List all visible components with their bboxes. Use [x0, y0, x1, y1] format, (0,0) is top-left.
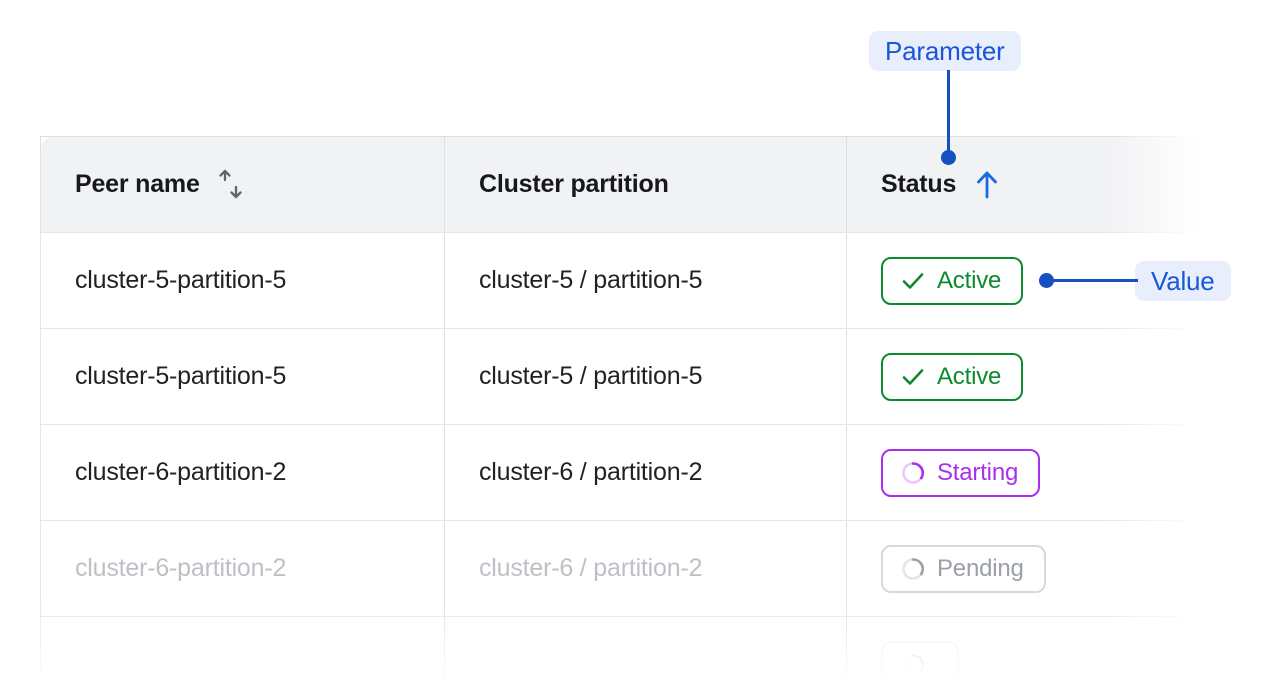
status-badge-label: Active: [937, 362, 1002, 390]
annotation-dot-value: [1039, 273, 1054, 288]
table-header: Peer name Cluster partition: [40, 136, 1200, 233]
annotation-chip-value: Value: [1135, 261, 1231, 301]
annotation-dot-parameter: [941, 150, 956, 165]
status-badge-label: Pending: [937, 554, 1024, 582]
annotation-leader-line-parameter: [947, 70, 950, 158]
spinner-icon: [900, 652, 926, 678]
table-body: cluster-5-partition-5 cluster-5 / partit…: [40, 232, 1200, 688]
table-row[interactable]: [40, 616, 1200, 688]
cell-peer-name: cluster-6-partition-2: [40, 424, 445, 521]
cell-status: Active: [846, 328, 1200, 425]
cell-cluster-partition: cluster-6 / partition-2: [444, 520, 847, 617]
cell-cluster-partition: cluster-5 / partition-5: [444, 232, 847, 329]
table-row[interactable]: cluster-6-partition-2 cluster-6 / partit…: [40, 424, 1200, 521]
arrow-up-icon[interactable]: [972, 169, 1002, 201]
cell-status: Pending: [846, 520, 1200, 617]
column-header-cluster-partition[interactable]: Cluster partition: [444, 136, 847, 233]
cell-cluster-partition: [444, 616, 847, 688]
cell-cluster-partition: cluster-5 / partition-5: [444, 328, 847, 425]
column-header-peer-name[interactable]: Peer name: [40, 136, 445, 233]
status-badge-label: Active: [937, 266, 1002, 294]
check-icon: [900, 268, 926, 294]
cell-cluster-partition: cluster-6 / partition-2: [444, 424, 847, 521]
column-header-status[interactable]: Status: [846, 136, 1200, 233]
cell-peer-name: cluster-5-partition-5: [40, 328, 445, 425]
cell-status: [846, 616, 1200, 688]
annotation-leader-line-value: [1046, 279, 1138, 282]
cell-status: Starting: [846, 424, 1200, 521]
spinner-icon: [900, 556, 926, 582]
status-badge: Pending: [881, 544, 1046, 593]
table-header-row: Peer name Cluster partition: [40, 136, 1200, 233]
table-row[interactable]: cluster-6-partition-2 cluster-6 / partit…: [40, 520, 1200, 617]
status-badge: Active: [881, 352, 1024, 401]
cell-peer-name: cluster-6-partition-2: [40, 520, 445, 617]
spinner-icon: [900, 460, 926, 486]
cell-peer-name: cluster-5-partition-5: [40, 232, 445, 329]
table-row[interactable]: cluster-5-partition-5 cluster-5 / partit…: [40, 232, 1200, 329]
annotation-chip-parameter: Parameter: [869, 31, 1021, 71]
peer-table-container: Peer name Cluster partition: [40, 136, 1200, 688]
status-badge-label: Starting: [937, 458, 1019, 486]
cell-peer-name: [40, 616, 445, 688]
table-row[interactable]: cluster-5-partition-5 cluster-5 / partit…: [40, 328, 1200, 425]
status-badge: [881, 640, 959, 688]
sort-updown-icon[interactable]: [216, 168, 246, 202]
check-icon: [900, 364, 926, 390]
status-badge: Starting: [881, 448, 1041, 497]
column-header-status-label: Status: [881, 170, 957, 198]
column-header-peer-name-label: Peer name: [75, 170, 200, 198]
column-header-cluster-partition-label: Cluster partition: [479, 170, 669, 198]
status-badge: Active: [881, 256, 1024, 305]
peer-table: Peer name Cluster partition: [40, 136, 1200, 688]
